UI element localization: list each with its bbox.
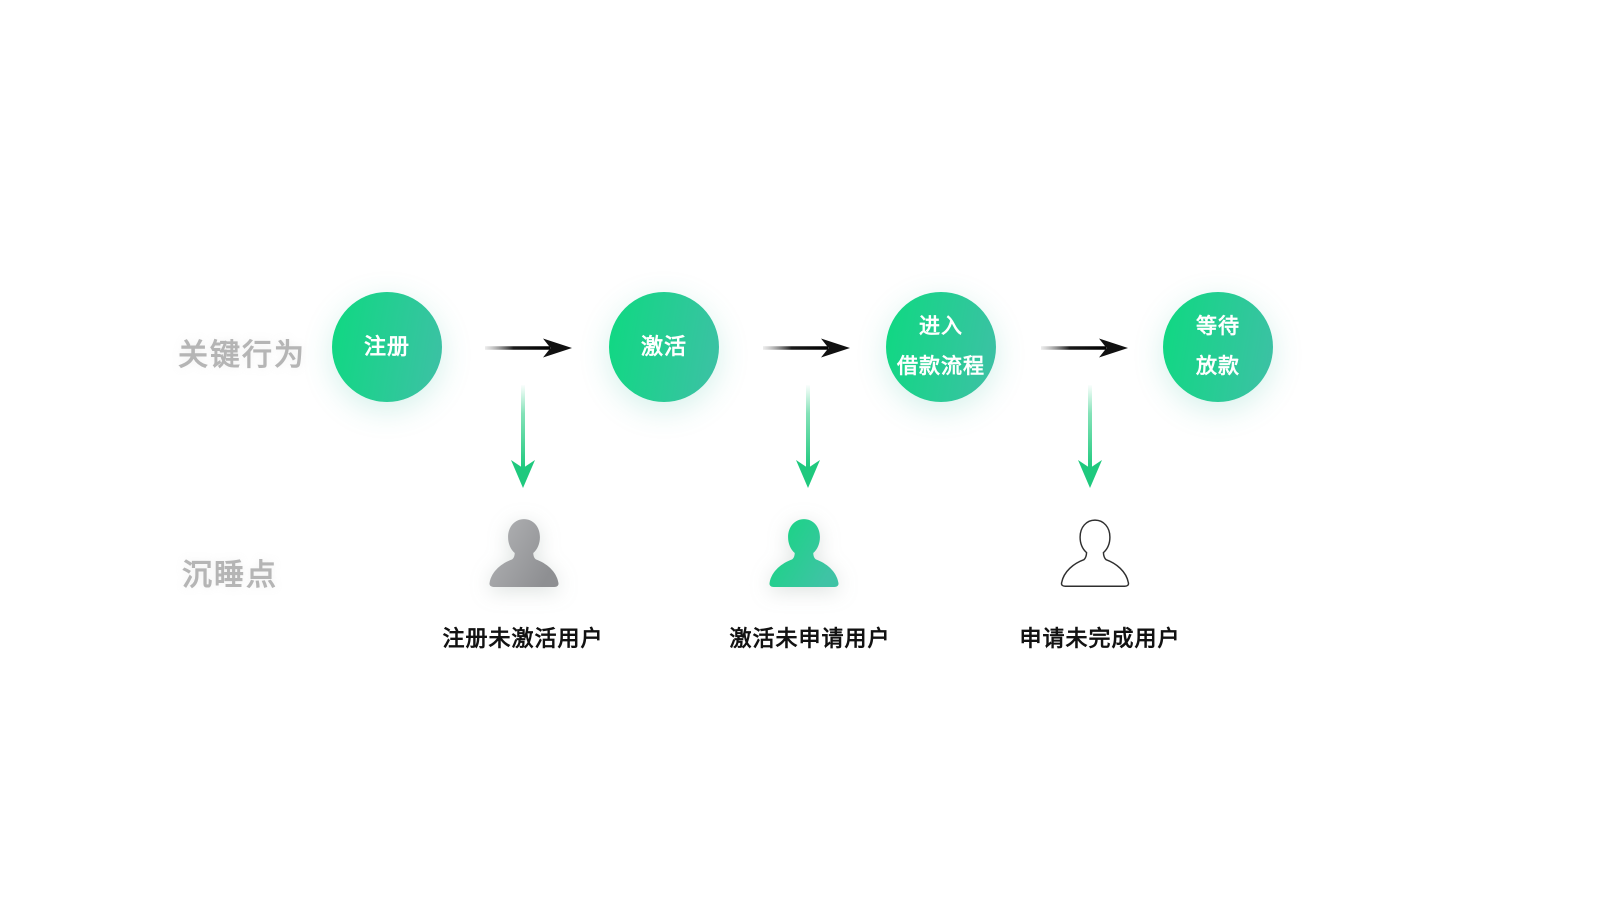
user-outline-icon: [1060, 519, 1130, 587]
step-node-enter-loan-flow: 进入 借款流程: [886, 292, 996, 402]
step-node-label: 等待: [1196, 315, 1240, 338]
dormant-label-applied-not-completed: 申请未完成用户: [1019, 626, 1181, 651]
step-node-wait-disbursement: 等待 放款: [1163, 292, 1273, 402]
arrow-right-icon: [485, 338, 572, 358]
step-node-label: 进入: [919, 315, 963, 338]
step-node-label: 放款: [1196, 355, 1240, 378]
step-node-register: 注册: [332, 292, 442, 402]
arrow-right-icon: [1041, 338, 1128, 358]
step-node-activate: 激活: [609, 292, 719, 402]
arrow-down-icon: [511, 385, 535, 488]
user-silhouette-green-icon: [769, 519, 839, 587]
step-node-label: 注册: [363, 334, 410, 359]
row-label-dormant-points: 沉睡点: [182, 559, 278, 592]
dormant-label-registered-not-activated: 注册未激活用户: [442, 626, 604, 651]
arrow-right-icon: [763, 338, 850, 358]
row-label-key-behaviors: 关键行为: [178, 339, 306, 372]
user-silhouette-gray-icon: [489, 519, 559, 587]
dormant-label-activated-not-applied: 激活未申请用户: [729, 626, 891, 651]
step-node-label: 激活: [640, 334, 687, 359]
step-node-label: 借款流程: [897, 355, 985, 378]
arrow-down-icon: [796, 385, 820, 488]
arrow-down-icon: [1078, 385, 1102, 488]
